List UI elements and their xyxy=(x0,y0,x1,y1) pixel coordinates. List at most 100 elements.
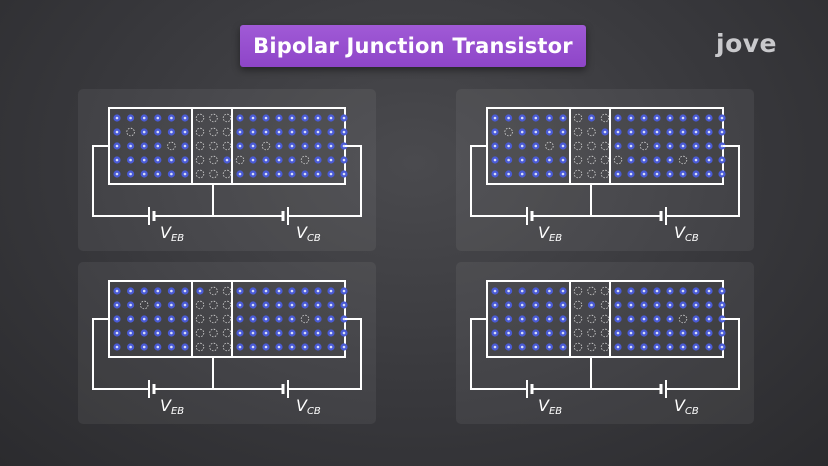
electron-core xyxy=(707,116,711,120)
logo-text: jove xyxy=(716,29,777,58)
electron-core xyxy=(290,303,294,307)
electron-core xyxy=(642,317,646,321)
hole-circle xyxy=(600,286,610,296)
hole-circle xyxy=(209,155,218,165)
electron-core xyxy=(142,172,146,176)
electron-core xyxy=(198,289,202,293)
electron-core xyxy=(264,158,268,162)
hole-circle xyxy=(209,314,218,324)
collector-wire xyxy=(293,318,362,390)
hole-circle xyxy=(600,169,610,179)
electron-core xyxy=(303,172,307,176)
hole-circle xyxy=(600,328,610,338)
electron-core xyxy=(520,345,524,349)
collector-wire xyxy=(293,145,362,217)
electron-core xyxy=(329,345,333,349)
electron-core xyxy=(520,289,524,293)
electron-core xyxy=(707,345,711,349)
electron-core xyxy=(277,289,281,293)
electron-core xyxy=(534,158,538,162)
electron-core xyxy=(251,331,255,335)
electron-core xyxy=(129,317,132,321)
electron-core xyxy=(707,331,711,335)
transistor-panel-top-right: VEB VCB xyxy=(456,89,754,251)
hole-circle xyxy=(222,300,232,310)
electron-core xyxy=(642,130,646,134)
voltage-symbol: V xyxy=(296,223,307,242)
electron-core xyxy=(290,172,294,176)
hole-circle xyxy=(573,300,583,310)
voltage-symbol: V xyxy=(538,396,549,415)
electron-core xyxy=(277,317,281,321)
electron-core xyxy=(329,303,333,307)
electron-core xyxy=(694,144,698,148)
electron-core xyxy=(290,144,294,148)
electron-core xyxy=(170,158,173,162)
hole-circle xyxy=(573,328,583,338)
hole-circle xyxy=(573,286,583,296)
electron-core xyxy=(629,172,633,176)
electron-core xyxy=(303,289,307,293)
electron-core xyxy=(520,317,524,321)
electron-core xyxy=(507,345,510,349)
hole-circle xyxy=(613,155,623,165)
electron-core xyxy=(342,345,346,349)
hole-circle xyxy=(222,169,232,179)
electron-core xyxy=(303,303,307,307)
hole-circle xyxy=(222,342,232,352)
electron-core xyxy=(655,331,659,335)
hole-circle xyxy=(195,127,205,137)
electron-core xyxy=(561,317,565,321)
electron-core xyxy=(642,289,646,293)
electron-core xyxy=(329,144,333,148)
electron-core xyxy=(520,158,524,162)
electron-core xyxy=(603,130,607,134)
hole-circle xyxy=(195,155,205,165)
electron-core xyxy=(156,116,160,120)
electron-core xyxy=(238,317,242,321)
electron-core xyxy=(561,158,565,162)
electron-core xyxy=(238,303,242,307)
electron-core xyxy=(129,289,132,293)
electron-core xyxy=(548,116,551,120)
electron-core xyxy=(156,345,160,349)
electron-core xyxy=(655,172,659,176)
hole-circle xyxy=(573,113,583,123)
electron-core xyxy=(115,172,119,176)
voltage-subscript: CB xyxy=(306,233,321,244)
collector-wire xyxy=(671,318,740,390)
hole-circle xyxy=(209,127,218,137)
electron-core xyxy=(548,331,551,335)
electron-core xyxy=(170,331,173,335)
electron-core xyxy=(290,116,294,120)
hole-circle xyxy=(222,328,232,338)
hole-circle xyxy=(195,113,205,123)
electron-core xyxy=(277,172,281,176)
electron-core xyxy=(329,289,333,293)
hole-circle xyxy=(209,286,218,296)
circuit-diagram xyxy=(470,107,740,225)
electron-core xyxy=(668,144,672,148)
electron-core xyxy=(316,172,320,176)
electron-core xyxy=(170,345,173,349)
hole-circle xyxy=(587,286,596,296)
voltage-label-cb: VCB xyxy=(296,397,321,421)
electron-core xyxy=(707,303,711,307)
electron-core xyxy=(668,289,672,293)
electron-core xyxy=(507,172,510,176)
electron-core xyxy=(264,289,268,293)
electron-core xyxy=(129,345,132,349)
electron-core xyxy=(668,303,672,307)
electron-core xyxy=(694,303,698,307)
hole-circle xyxy=(545,141,554,151)
hole-circle xyxy=(573,155,583,165)
electron-core xyxy=(264,331,268,335)
electron-core xyxy=(183,331,187,335)
hole-circle xyxy=(126,127,135,137)
electron-core xyxy=(616,116,620,120)
voltage-label-cb: VCB xyxy=(296,224,321,248)
electron-core xyxy=(290,345,294,349)
electron-core xyxy=(303,331,307,335)
electron-core xyxy=(170,130,173,134)
electron-core xyxy=(115,144,119,148)
